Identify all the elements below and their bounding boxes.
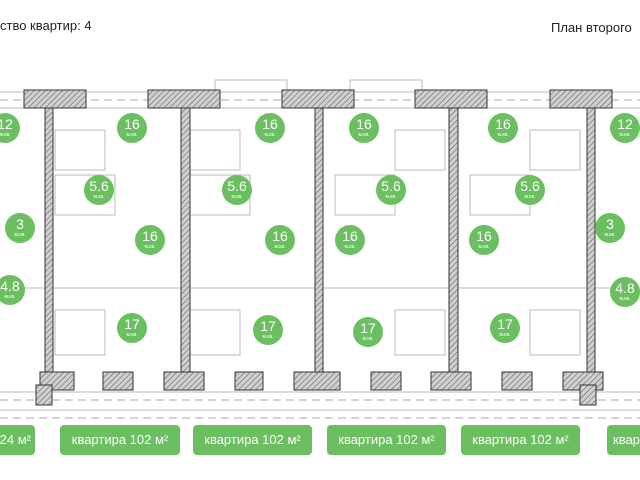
room-area-value: 12 (617, 116, 633, 132)
room-area-value: 5.6 (89, 178, 109, 194)
apartment-count-label: ство квартир: 4 (0, 18, 92, 33)
room-area-unit: м.кв. (231, 194, 243, 200)
room-area-unit: м.кв. (497, 132, 509, 138)
room-area-value: 16 (476, 228, 492, 244)
apartment-area-label: 24 м² (0, 425, 35, 455)
apartment-area-label: квартира 102 м² (193, 425, 312, 455)
room-area-value: 17 (497, 316, 513, 332)
room-area-unit: м.кв. (478, 244, 490, 250)
apartment-area-label: квартира 102 м² (60, 425, 180, 455)
room-area-value: 4.8 (0, 278, 20, 294)
room-area-value: 12 (0, 116, 13, 132)
room-area-unit: м.кв. (126, 132, 138, 138)
room-area-value: 16 (356, 116, 372, 132)
room-area-unit: м.кв. (144, 244, 156, 250)
room-area-unit: м.кв. (344, 244, 356, 250)
room-area-unit: м.кв. (14, 232, 26, 238)
room-area-value: 16 (262, 116, 278, 132)
room-area-value: 16 (342, 228, 358, 244)
apartment-area-label: квар (607, 425, 640, 455)
room-area-value: 3 (606, 216, 614, 232)
room-area-unit: м.кв. (0, 132, 11, 138)
room-area-value: 4.8 (615, 280, 635, 296)
room-area-unit: м.кв. (619, 132, 631, 138)
room-area-value: 3 (16, 216, 24, 232)
apartment-area-label: квартира 102 м² (327, 425, 446, 455)
room-area-unit: м.кв. (126, 332, 138, 338)
room-area-unit: м.кв. (358, 132, 370, 138)
room-area-value: 16 (142, 228, 158, 244)
room-area-value: 5.6 (381, 178, 401, 194)
room-area-unit: м.кв. (262, 334, 274, 340)
room-area-unit: м.кв. (93, 194, 105, 200)
walls (23, 89, 613, 406)
room-area-unit: м.кв. (619, 296, 631, 302)
room-area-unit: м.кв. (524, 194, 536, 200)
room-area-value: 17 (124, 316, 140, 332)
room-area-unit: м.кв. (499, 332, 511, 338)
room-area-unit: м.кв. (362, 336, 374, 342)
room-area-value: 5.6 (227, 178, 247, 194)
room-area-value: 16 (272, 228, 288, 244)
room-area-value: 5.6 (520, 178, 540, 194)
room-area-unit: м.кв. (385, 194, 397, 200)
room-area-unit: м.кв. (274, 244, 286, 250)
room-area-value: 16 (124, 116, 140, 132)
room-area-unit: м.кв. (264, 132, 276, 138)
plan-title: План второго (551, 20, 632, 35)
room-area-value: 17 (360, 320, 376, 336)
room-area-value: 16 (495, 116, 511, 132)
room-area-unit: м.кв. (604, 232, 616, 238)
room-area-value: 17 (260, 318, 276, 334)
apartment-area-label: квартира 102 м² (461, 425, 580, 455)
room-area-unit: м.кв. (4, 294, 16, 300)
